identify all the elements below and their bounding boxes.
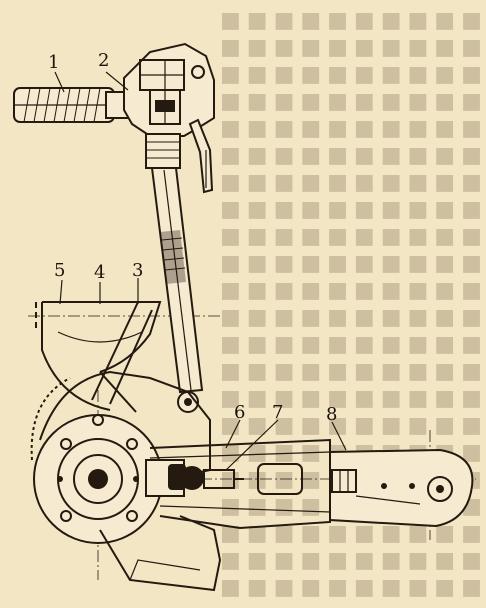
leader-lines: [54, 71, 347, 471]
bleed-through-line: ■■■■■■■■■■: [220, 386, 486, 411]
callout-6: 6: [234, 402, 245, 423]
bleed-through-line: ■■■■■■■■■■: [220, 35, 486, 60]
callout-5: 5: [54, 260, 65, 281]
bleed-through-line: ■■■■■■■■■■: [220, 278, 486, 303]
chain-bar: [145, 438, 331, 530]
bleed-through-line: ■■■■■■■■■■: [220, 575, 486, 600]
bleed-through-line: ■■■■■■■■■■: [220, 170, 486, 195]
bleed-through-line: ■■■■■■■■■■: [220, 62, 486, 87]
bleed-through-line: ■■■■■■■■■■: [220, 143, 486, 168]
handle-grip: [13, 87, 130, 123]
head-housing: [123, 42, 215, 194]
callout-1: 1: [48, 52, 59, 73]
bleed-through-line: ■■■■■■■■■■: [220, 224, 486, 249]
callout-3: 3: [132, 260, 143, 281]
bleed-through-line: ■■■■■■■■■■: [220, 8, 486, 33]
bleed-through-line: ■■■■■■■■■■: [220, 332, 486, 357]
bleed-through-line: ■■■■■■■■■■: [220, 197, 486, 222]
callout-2: 2: [98, 50, 109, 71]
callout-8: 8: [326, 404, 337, 425]
bleed-through-line: ■■■■■■■■■■: [220, 116, 486, 141]
bleed-through-line: ■■■■■■■■■■: [220, 548, 486, 573]
bleed-through-line: ■■■■■■■■■■: [220, 305, 486, 330]
bar-nose: [329, 448, 474, 528]
blade-guard: [35, 301, 162, 413]
drive-shaft: [150, 167, 204, 413]
callout-4: 4: [94, 262, 105, 283]
bleed-through-line: ■■■■■■■■■■: [220, 359, 486, 384]
bleed-through-line: ■■■■■■■■■■: [220, 251, 486, 276]
bleed-through-line: ■■■■■■■■■■: [220, 89, 486, 114]
callout-7: 7: [272, 402, 283, 423]
lower-foot: [99, 515, 222, 592]
